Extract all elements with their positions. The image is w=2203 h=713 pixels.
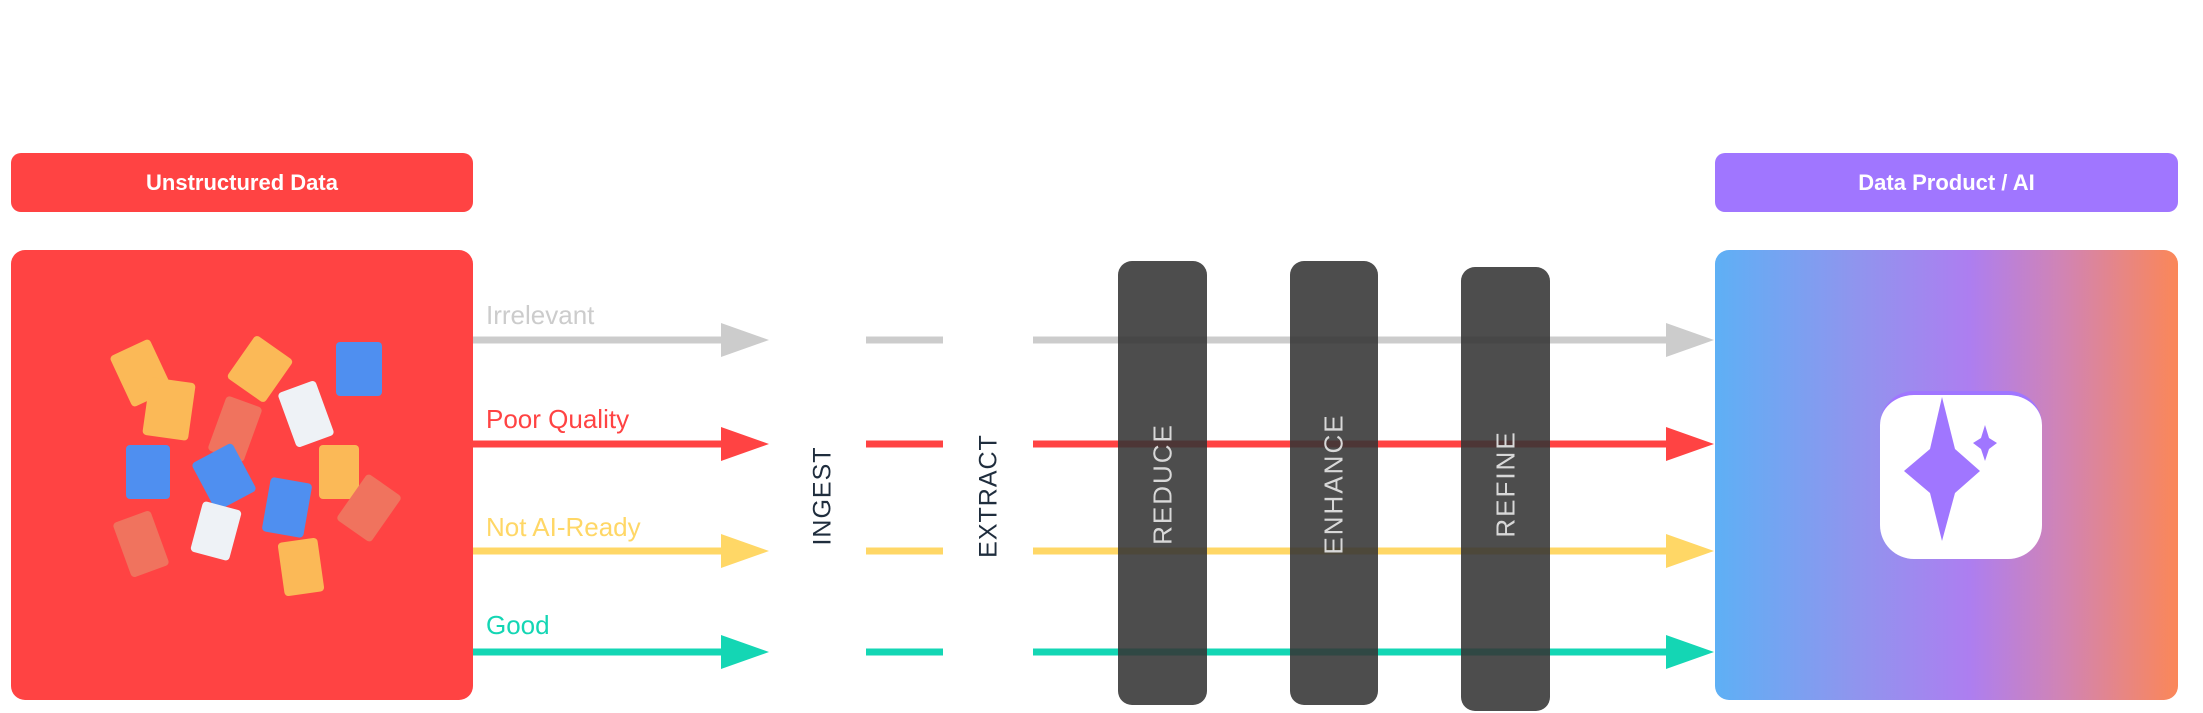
unstructured-data-title: Unstructured Data [146, 169, 338, 195]
enhance-stage-label: ENHANCE [1318, 413, 1349, 555]
data-product-box [1715, 250, 2178, 700]
data-product-header: Data Product / AI [1715, 153, 2178, 212]
enhance-stage-bar [1290, 261, 1378, 705]
flow-arrow-out-arrowhead [1666, 427, 1714, 461]
data-product-title: Data Product / AI [1858, 169, 2035, 195]
flow-label-not-ai-ready: Not AI-Ready [486, 512, 641, 542]
ai-app-tile [1880, 391, 2042, 559]
flow-arrow-in-arrowhead [721, 323, 769, 357]
flow-arrow-out-arrowhead [1666, 635, 1714, 669]
flow-label-irrelevant: Irrelevant [486, 300, 595, 330]
refine-stage-label: REFINE [1490, 430, 1521, 538]
extract-step-label: EXTRACT [974, 434, 1003, 558]
flow-arrow-in-arrowhead [721, 534, 769, 568]
unstructured-data-header: Unstructured Data [11, 153, 473, 212]
ingest-step-label: INGEST [808, 446, 837, 546]
scattered-documents-icon [11, 250, 473, 700]
reduce-stage-bar [1118, 261, 1207, 705]
flow-arrow-in-arrowhead [721, 427, 769, 461]
flow-arrow-out-arrowhead [1666, 534, 1714, 568]
flow-label-good: Good [486, 610, 550, 640]
flow-arrow-out-arrowhead [1666, 323, 1714, 357]
flow-label-poor-quality: Poor Quality [486, 404, 630, 434]
sparkle-icon [1904, 397, 1997, 541]
reduce-stage-label: REDUCE [1147, 423, 1178, 545]
flow-arrow-in-arrowhead [721, 635, 769, 669]
refine-stage-bar [1461, 267, 1550, 711]
unstructured-data-box [11, 250, 473, 700]
